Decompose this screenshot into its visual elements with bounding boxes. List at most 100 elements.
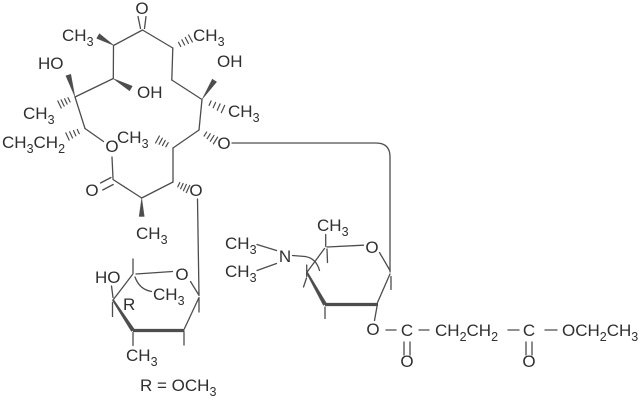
bond-line [137,15,142,30]
hash-bond-mark [182,183,187,192]
bond-line [198,98,203,131]
hash-bond-mark [72,129,77,137]
succinate-methylene-label: CH2CH2 [435,321,498,344]
hash-bond-mark [220,104,226,114]
hash-bond-mark [165,142,169,148]
bond-line [74,96,86,130]
hash-bond-mark [209,134,215,142]
bond-line [378,251,391,272]
hash-bond-mark [60,99,65,107]
c12-hydroxyl-label: HO [38,54,64,73]
bond-line [143,15,147,30]
hash-bond-mark [63,98,68,105]
ethoxy-group-label: OCH2CH3 [562,321,638,344]
bond-line [99,176,112,184]
hash-bond-mark [185,184,191,194]
c12-methyl-label: CH3 [23,104,55,127]
bond-line [196,198,200,297]
bond-line [189,280,200,296]
cladinose-hydroxyl-label: HO [95,268,121,287]
bond-line [102,183,114,191]
bond-line [112,178,143,199]
bond-line [84,127,105,143]
bond-line [183,296,200,330]
hash-bond-mark [216,103,221,111]
cladinose-c3-methyl-label: CH3 [153,285,185,308]
bond-line [172,129,200,149]
succinate-carbonyl-oxygen-2-label: O [522,352,535,371]
succinate-carbonyl-oxygen-1-label: O [400,352,413,371]
n-methyl-lower-label: CH3 [225,262,257,285]
ester-oxygen-label: O [366,320,379,339]
hash-bond-mark [69,131,74,139]
bond-line [110,285,114,299]
c2-methyl-label: CH3 [136,224,168,247]
wedge-bond [112,299,135,332]
bond-line [306,247,326,273]
wedge-bond [112,78,133,92]
bond-line [302,277,308,288]
ketone-oxygen-label: O [135,0,148,18]
wedge-bond [96,33,115,46]
c3-glycosidic-oxygen-label: O [189,181,202,200]
hash-bond-mark [184,36,190,45]
c6-methyl-label: CH3 [228,102,260,125]
wedge-bond [306,271,327,306]
hash-bond-mark [180,182,184,190]
hash-bond-mark [206,133,211,140]
succinate-carbonyl-carbon-2-label: C [523,321,535,340]
hash-bond-mark [212,101,217,109]
connector-bond [134,276,153,293]
c4-methyl-label: CH3 [117,128,149,151]
desosamine-ring-oxygen-label: O [365,238,378,257]
bond-line [111,156,114,180]
bond-line [171,79,203,101]
c8-methyl-label: CH3 [62,26,94,49]
c10-methyl-label: CH3 [193,26,225,49]
bond-line [141,29,174,49]
hash-bond-mark [158,137,163,145]
connector-bond [231,142,391,273]
cladinose-c4-methyl-label: CH3 [126,346,158,369]
bond-line [74,77,114,98]
hash-bond-mark [76,128,80,135]
hash-bond-mark [177,41,182,48]
hash-bond-mark [161,139,166,147]
hash-bond-mark [203,131,208,137]
bond-line [112,273,134,301]
hash-bond-mark [188,34,193,43]
lactone-carbonyl-oxygen-label: O [85,181,98,200]
cladinose-ring-oxygen-label: O [175,265,188,284]
bond-line [135,270,174,275]
bond-line [256,262,278,272]
c13-ethyl-label: CH3CH2 [2,133,65,156]
bond-line [376,273,391,304]
wedge-bond [201,78,217,100]
hash-bond-mark [154,135,161,144]
r-definition-label: R = OCH3 [140,376,216,399]
c5-glycosidic-oxygen-label: O [217,134,230,153]
bond-line [373,305,378,322]
substituent-r-label: R [123,295,135,314]
n-methyl-upper-label: CH3 [225,234,257,257]
hash-bond-mark [208,100,212,106]
hash-bond-mark [57,100,62,109]
bond-line [141,181,174,199]
bond-line [326,248,329,264]
amine-nitrogen-label: N [279,247,291,266]
wedge-bond [138,197,145,217]
c11-hydroxyl-label: OH [137,83,163,102]
hash-bond-mark [177,181,181,188]
bond-lines [57,15,558,356]
hash-bond-mark [67,97,71,103]
bond-line [256,243,278,252]
connector-bond [291,254,321,272]
desosamine-c5-methyl-label: CH3 [317,216,349,239]
lactone-oxygen-label: O [105,137,118,156]
succinate-carbonyl-carbon-1-label: C [401,321,413,340]
bond-line [112,29,144,47]
bond-line [171,47,174,81]
